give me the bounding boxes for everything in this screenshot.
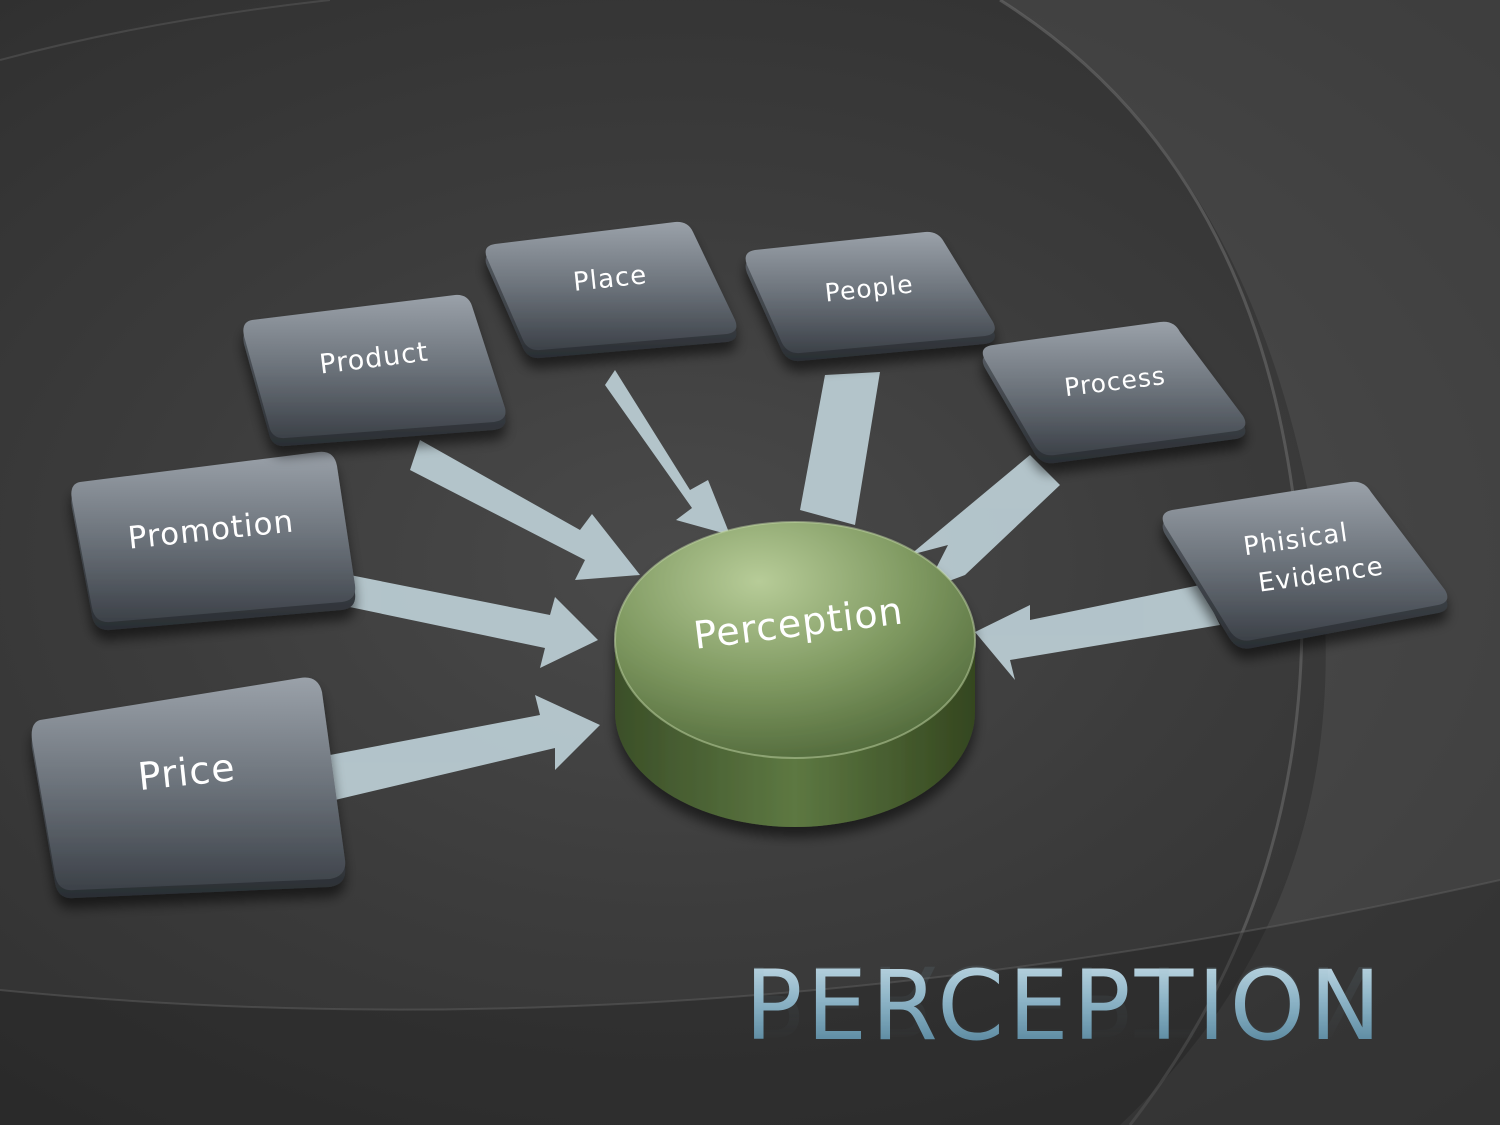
node-price-label: Price (136, 745, 238, 799)
node-people: People (745, 231, 995, 362)
arrow-physical-evidence (975, 585, 1220, 680)
node-place: Place (485, 221, 737, 359)
node-process: Process (982, 321, 1246, 464)
arrow-product (410, 440, 640, 580)
node-product: Product (243, 294, 506, 447)
arrows (330, 370, 1220, 800)
node-physical-evidence: Phisical Evidence (1162, 481, 1448, 649)
arrow-place (605, 370, 730, 535)
arrow-people (800, 372, 880, 525)
node-price: Price (31, 677, 346, 899)
node-promotion: Promotion (71, 451, 356, 631)
arrow-price (330, 695, 600, 800)
page-title: PERCEPTION (744, 950, 1385, 1062)
arrow-process (910, 455, 1060, 590)
arrow-promotion (340, 575, 598, 668)
center-node: Perception (614, 521, 976, 827)
